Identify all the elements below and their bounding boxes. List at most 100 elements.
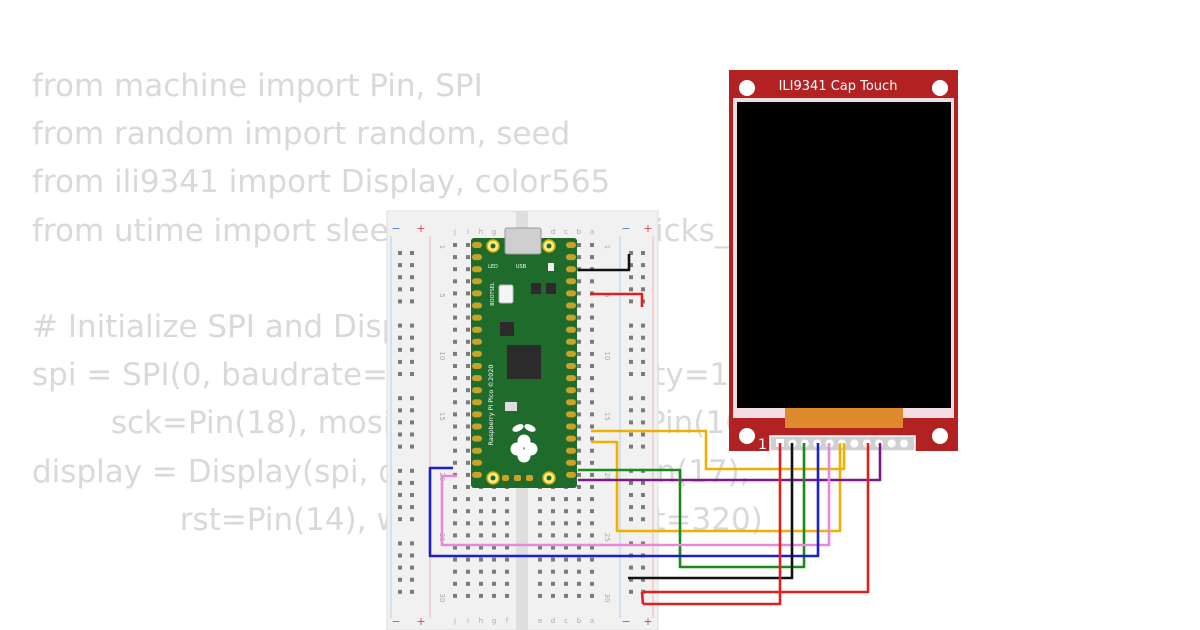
rail-hole	[398, 541, 402, 546]
raspberry-pi-pico: LED USB BOOTSEL Raspberry Pi Pico ©2020	[471, 227, 577, 488]
breadboard-hole	[466, 327, 470, 332]
small-chip	[546, 283, 556, 294]
rail-hole	[398, 299, 402, 304]
pico-pin-pad	[566, 302, 576, 309]
raspberry-logo-icon	[510, 424, 538, 463]
pico-pin-pad	[566, 387, 576, 394]
rail-hole	[410, 251, 414, 255]
breadboard-hole	[590, 581, 594, 586]
pico-pin-pad	[566, 290, 576, 297]
breadboard-hole	[466, 448, 470, 453]
breadboard-hole	[479, 581, 483, 586]
breadboard-hole	[479, 533, 483, 538]
column-label: a	[590, 228, 594, 236]
pico-pin-pad	[472, 375, 482, 382]
breadboard-hole	[551, 581, 555, 586]
pico-pin-pad	[472, 350, 482, 357]
rail-sign: +	[416, 222, 425, 235]
rail-hole	[641, 251, 645, 255]
rail-hole	[629, 251, 633, 255]
rail-hole	[641, 444, 645, 449]
breadboard-hole	[505, 521, 509, 526]
rail-hole	[410, 287, 414, 292]
rail-hole	[629, 372, 633, 376]
breadboard-hole	[590, 351, 594, 356]
breadboard-hole	[453, 376, 457, 381]
breadboard-hole	[577, 412, 581, 417]
rail-hole	[398, 347, 402, 352]
pico-pin-pad	[472, 242, 482, 248]
breadboard-hole	[466, 255, 470, 260]
rail-hole	[398, 287, 402, 292]
rail-hole	[410, 493, 414, 497]
breadboard-hole	[466, 533, 470, 538]
row-number: 30	[438, 593, 446, 602]
display-mount-hole	[739, 428, 755, 444]
bootsel-button[interactable]	[498, 284, 514, 304]
breadboard-hole	[466, 303, 470, 308]
breadboard-hole	[453, 388, 457, 393]
rail-sign: −	[621, 222, 630, 235]
crystal	[531, 283, 541, 294]
breadboard-hole	[492, 581, 496, 586]
breadboard-hole	[577, 255, 581, 260]
breadboard-hole	[538, 521, 542, 526]
row-number: 25	[603, 533, 611, 542]
breadboard-hole	[453, 364, 457, 368]
breadboard-hole	[505, 581, 509, 586]
breadboard-hole	[466, 400, 470, 405]
breadboard-hole	[505, 533, 509, 538]
column-label: c	[564, 617, 568, 625]
breadboard-hole	[590, 497, 594, 502]
rail-hole	[410, 565, 414, 570]
column-label: d	[551, 617, 555, 625]
pico-pin-pad	[472, 254, 482, 261]
breadboard-hole	[538, 581, 542, 586]
rail-hole	[398, 505, 402, 510]
rail-hole	[629, 396, 633, 401]
breadboard-hole	[453, 545, 457, 550]
breadboard-hole	[538, 545, 542, 550]
rail-hole	[629, 505, 633, 510]
breadboard-hole	[551, 509, 555, 514]
rail-hole	[410, 275, 414, 280]
breadboard-hole	[590, 243, 594, 247]
breadboard-hole	[466, 267, 470, 272]
breadboard-hole	[492, 557, 496, 562]
pico-pin-pad	[472, 326, 482, 333]
column-label: j	[453, 617, 456, 625]
breadboard-hole	[551, 533, 555, 538]
breadboard-hole	[590, 472, 594, 477]
rail-hole	[629, 420, 633, 425]
breadboard-hole	[590, 557, 594, 562]
wire-black-gnd-rail	[578, 254, 631, 272]
breadboard-hole	[453, 267, 457, 272]
breadboard-hole	[492, 533, 496, 538]
pico-pin-pad	[566, 459, 576, 466]
pico-pin-pad	[472, 278, 482, 285]
rail-hole	[629, 263, 633, 268]
breadboard-hole	[577, 388, 581, 393]
display-pin	[887, 439, 896, 448]
breadboard-hole	[564, 557, 568, 562]
rail-hole	[410, 468, 414, 473]
breadboard-hole	[577, 460, 581, 465]
breadboard-hole	[577, 581, 581, 586]
wire-red-vcc-rail	[590, 292, 644, 307]
breadboard-hole	[466, 424, 470, 429]
pico-pin-pad	[472, 363, 482, 369]
breadboard-hole	[577, 364, 581, 368]
breadboard-hole	[466, 545, 470, 550]
breadboard-hole	[577, 243, 581, 247]
breadboard-hole	[453, 315, 457, 320]
breadboard-hole	[453, 424, 457, 429]
rail-hole	[398, 372, 402, 376]
rail-hole	[410, 396, 414, 401]
breadboard-hole	[551, 569, 555, 574]
breadboard-hole	[466, 557, 470, 562]
breadboard-hole	[505, 569, 509, 574]
pico-pin-pad	[472, 387, 482, 394]
usb-connector	[504, 227, 542, 255]
rail-hole	[410, 408, 414, 413]
rail-hole	[641, 347, 645, 352]
